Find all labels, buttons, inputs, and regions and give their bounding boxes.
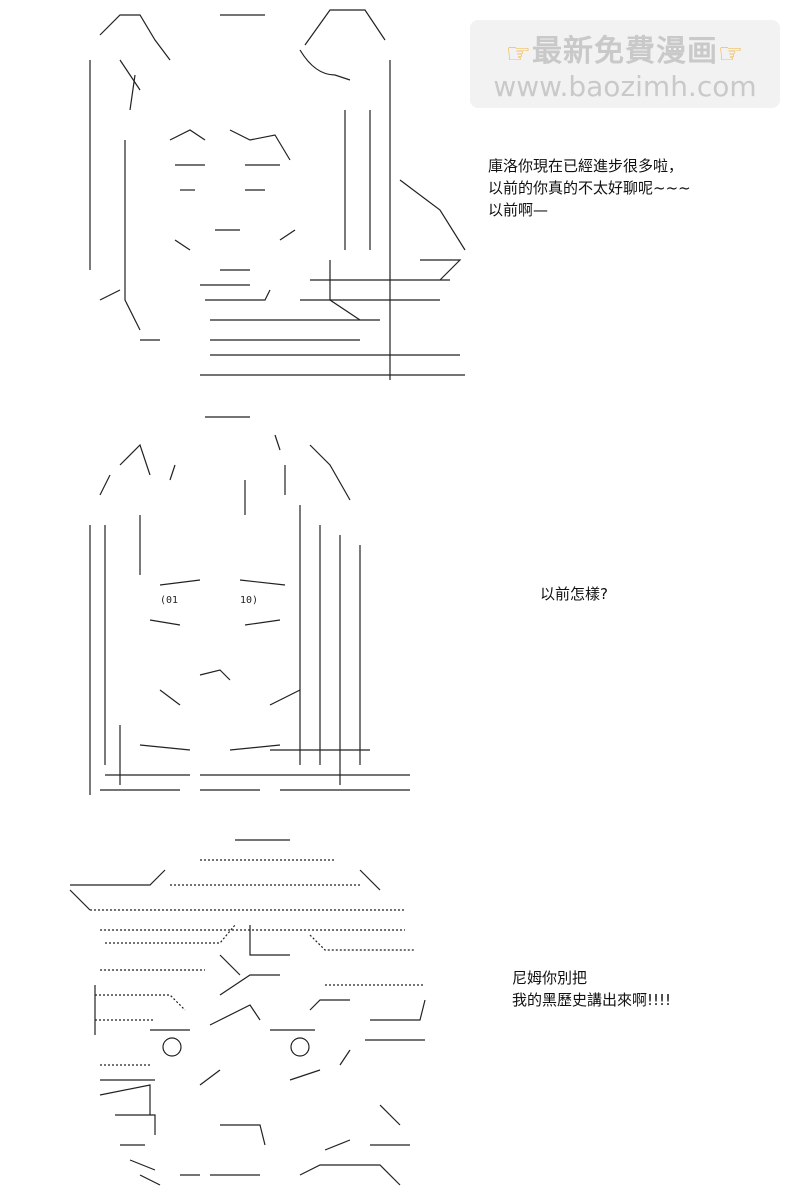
pointing-hand-icon: ☞ [505,37,532,70]
svg-text:10): 10) [240,595,258,606]
caption-line: 以前怎樣? [540,585,608,603]
caption-line: 庫洛你現在已經進步很多啦， [488,157,684,175]
ascii-art-panel-1 [80,0,480,390]
ascii-art-figure-1 [89,9,466,380]
watermark: ☞最新免費漫画☞ www.baozimh.com [470,20,780,108]
watermark-title-text: 最新免費漫画 [532,34,718,69]
caption-panel-2: 以前怎樣? [540,583,608,605]
caption-line: 尼姆你別把 [512,969,588,987]
watermark-url: www.baozimh.com [493,70,757,103]
watermark-title: ☞最新免費漫画☞ [470,26,780,70]
ascii-art-figure-2: (01 10) [89,416,410,795]
caption-line: 以前的你真的不太好聊呢~~~ [488,179,691,197]
caption-panel-1: 庫洛你現在已經進步很多啦， 以前的你真的不太好聊呢~~~ 以前啊— [488,155,691,221]
ascii-art-panel-3 [60,825,440,1190]
ascii-art-figure-3 [69,839,426,1186]
pointing-hand-icon: ☞ [718,37,745,70]
caption-line: 我的黑歷史講出來啊!!!! [512,991,672,1009]
caption-panel-3: 尼姆你別把 我的黑歷史講出來啊!!!! [512,967,671,1011]
ascii-art-panel-2: (01 10) [80,405,440,800]
svg-text:(01: (01 [160,595,178,606]
caption-line: 以前啊— [488,201,549,219]
